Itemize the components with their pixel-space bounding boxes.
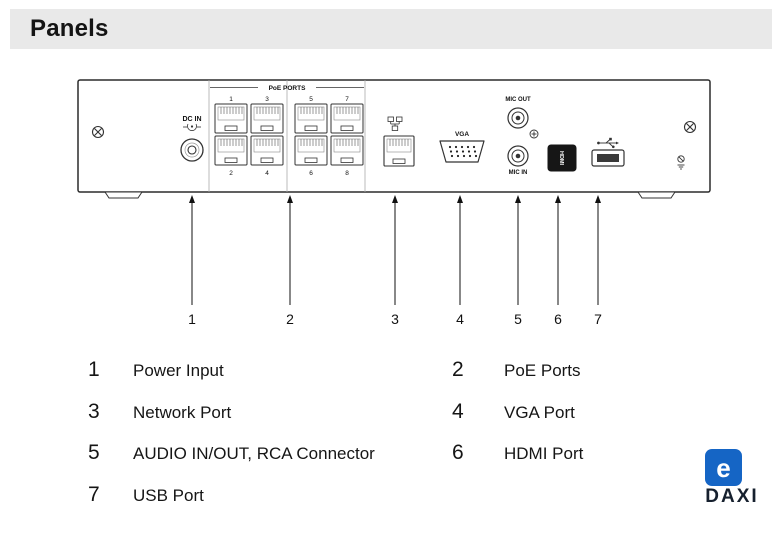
rj45-port [214,103,248,134]
rj45-port [330,103,364,134]
rj45-port [330,135,364,166]
page-title: Panels [30,15,109,42]
dc-in-label: DC IN [182,116,201,123]
poe-num-1: 1 [229,96,233,103]
legend-num: 5 [88,441,100,464]
chassis-foot-left [104,191,143,199]
chassis-foot-right [637,191,676,199]
mic-out-connector: MIC OUT [505,97,531,129]
poe-ports-label: PoE PORTS [269,85,307,92]
callout-number-1: 1 [188,311,196,327]
polarity-icon [183,123,201,131]
callout-number-7: 7 [594,311,602,327]
legend-label: Network Port [133,403,232,422]
section-title-bar: Panels [10,9,772,49]
legend-num: 7 [88,483,100,506]
vga-pins [448,145,478,158]
screw-right-icon [683,120,697,134]
legend-num: 3 [88,400,100,423]
poe-num-7: 7 [345,96,349,103]
vga-label: VGA [455,131,469,138]
poe-num-6: 6 [309,170,313,177]
poe-ports-block [214,103,364,166]
mic-out-label: MIC OUT [505,97,531,103]
mic-in-label: MIC IN [509,170,528,176]
usb-port [591,137,625,167]
brand-name: DAXI [705,486,759,507]
poe-num-4: 4 [265,170,269,177]
legend-label: PoE Ports [504,361,581,380]
vga-port: VGA [439,131,485,163]
ground-mark-icon [529,129,539,139]
usb-icon [597,137,619,149]
callout-number-4: 4 [456,311,464,327]
callout-arrows [189,195,601,305]
callout-number-3: 3 [391,311,399,327]
legend-label: HDMI Port [504,444,584,463]
callout-number-6: 6 [554,311,562,327]
hdmi-port: HDMI [547,144,577,172]
legend-num: 4 [452,400,464,423]
legend-label: Power Input [133,361,224,380]
rj45-port [250,103,284,134]
brand-logo-icon: e [705,449,742,486]
legend-num: 2 [452,358,464,381]
mic-in-connector: MIC IN [507,145,529,176]
screw-left-icon [91,125,105,139]
legend-label: USB Port [133,486,204,505]
brand-logo-letter: e [716,452,731,483]
power-input-connector: DC IN [180,116,204,162]
legend-num: 6 [452,441,464,464]
legend-num: 1 [88,358,100,381]
poe-num-2: 2 [229,170,233,177]
poe-num-5: 5 [309,96,313,103]
rj45-port [214,135,248,166]
rj45-port [294,135,328,166]
callout-number-5: 5 [514,311,522,327]
ground-screw-icon [677,155,685,170]
hdmi-label: HDMI [558,151,564,166]
network-icon [387,116,403,131]
rj45-port [294,103,328,134]
network-port [383,116,415,167]
poe-num-8: 8 [345,170,349,177]
callout-number-2: 2 [286,311,294,327]
legend-label: VGA Port [504,403,575,422]
rear-panel-diagram: DC IN PoE PORTS 1 3 5 7 [77,79,711,327]
legend-label: AUDIO IN/OUT, RCA Connector [133,444,375,463]
rj45-port [250,135,284,166]
poe-num-3: 3 [265,96,269,103]
